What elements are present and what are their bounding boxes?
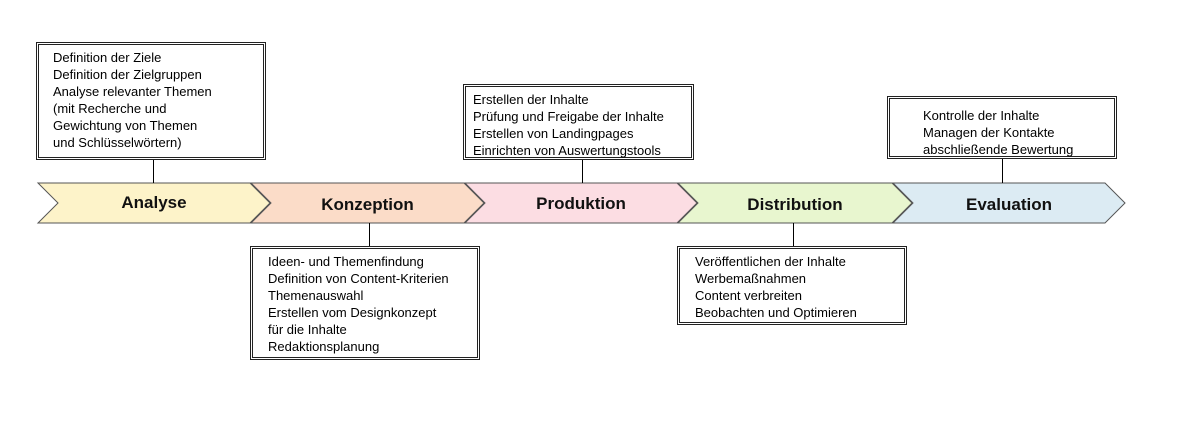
connector-distribution: [793, 223, 794, 246]
stage-label-analyse: Analyse: [121, 193, 187, 212]
stage-box-analyse: Definition der Ziele Definition der Ziel…: [36, 42, 266, 160]
stage-box-evaluation: Kontrolle der Inhalte Managen der Kontak…: [887, 96, 1117, 159]
stage-label-konzeption: Konzeption: [321, 195, 414, 214]
stage-box-produktion: Erstellen der Inhalte Prüfung und Freiga…: [463, 84, 694, 160]
box-line: Themenauswahl: [268, 288, 364, 303]
box-line: Gewichtung von Themen: [53, 118, 198, 133]
box-line: Definition der Zielgruppen: [53, 67, 202, 82]
stage-arrow-analyse: [36, 182, 271, 224]
stage-label-produktion: Produktion: [536, 194, 626, 213]
connector-analyse: [153, 160, 154, 183]
stage-arrow-distribution: [676, 182, 913, 224]
box-line: Content verbreiten: [695, 288, 802, 303]
box-line: Kontrolle der Inhalte: [923, 108, 1040, 123]
box-line: Redaktionsplanung: [268, 339, 380, 354]
box-line: Erstellen von Landingpages: [473, 126, 634, 141]
box-line: Erstellen vom Designkonzept: [268, 305, 437, 320]
box-line: Einrichten von Auswertungstools: [473, 143, 661, 158]
stage-box-konzeption: Ideen- und Themenfindung Definition von …: [250, 246, 480, 360]
box-line: Veröffentlichen der Inhalte: [695, 254, 846, 269]
box-line: Definition der Ziele: [53, 50, 162, 65]
box-line: Prüfung und Freigabe der Inhalte: [473, 109, 664, 124]
box-line: (mit Recherche und: [53, 101, 167, 116]
stage-label-evaluation: Evaluation: [966, 195, 1052, 214]
box-line: Analyse relevanter Themen: [53, 84, 212, 99]
box-line: Beobachten und Optimieren: [695, 305, 857, 320]
connector-evaluation: [1002, 159, 1003, 183]
box-line: Erstellen der Inhalte: [473, 92, 589, 107]
stage-arrow-konzeption: [249, 182, 485, 224]
box-line: abschließende Bewertung: [923, 142, 1074, 157]
stage-box-distribution: Veröffentlichen der Inhalte Werbemaßnahm…: [677, 246, 907, 325]
connector-produktion: [582, 160, 583, 183]
box-line: und Schlüsselwörtern): [53, 135, 182, 150]
stage-arrow-produktion: [463, 182, 698, 224]
connector-konzeption: [369, 223, 370, 246]
box-line: Ideen- und Themenfindung: [268, 254, 424, 269]
box-line: Definition von Content-Kriterien: [268, 271, 449, 286]
box-line: Managen der Kontakte: [923, 125, 1055, 140]
box-line: Werbemaßnahmen: [695, 271, 807, 286]
stage-label-distribution: Distribution: [747, 195, 843, 214]
stage-arrow-evaluation: [891, 182, 1126, 224]
box-line: für die Inhalte: [268, 322, 347, 337]
